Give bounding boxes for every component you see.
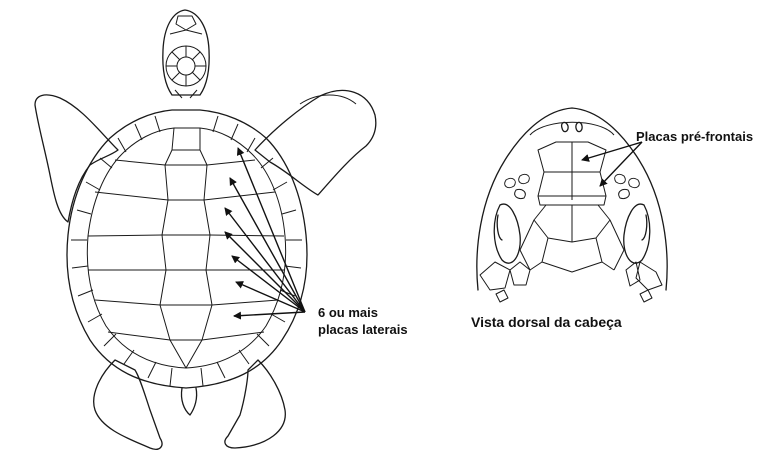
arrow-4	[225, 232, 305, 312]
tail	[181, 388, 196, 415]
turtle-dorsal-view: 6 ou mais placas laterais	[35, 10, 408, 449]
left-front-flipper	[35, 95, 118, 222]
right-front-flipper	[255, 90, 376, 195]
turtle-head	[163, 10, 209, 98]
head-view-caption: Vista dorsal da cabeça	[471, 314, 622, 330]
arrow-7	[234, 312, 305, 316]
arrow-2	[230, 178, 305, 312]
carapace	[67, 110, 307, 388]
prefrontal-plates-label: Placas pré-frontais	[636, 129, 753, 144]
lateral-plates-label-line1: 6 ou mais	[318, 305, 378, 320]
head-dorsal-view: Placas pré-frontais Vista dorsal da cabe…	[471, 108, 753, 330]
lateral-plates-label-line2: placas laterais	[318, 322, 408, 337]
prefrontal-plates	[538, 142, 606, 205]
right-rear-flipper	[225, 360, 285, 448]
lateral-plate-arrows	[225, 148, 305, 316]
